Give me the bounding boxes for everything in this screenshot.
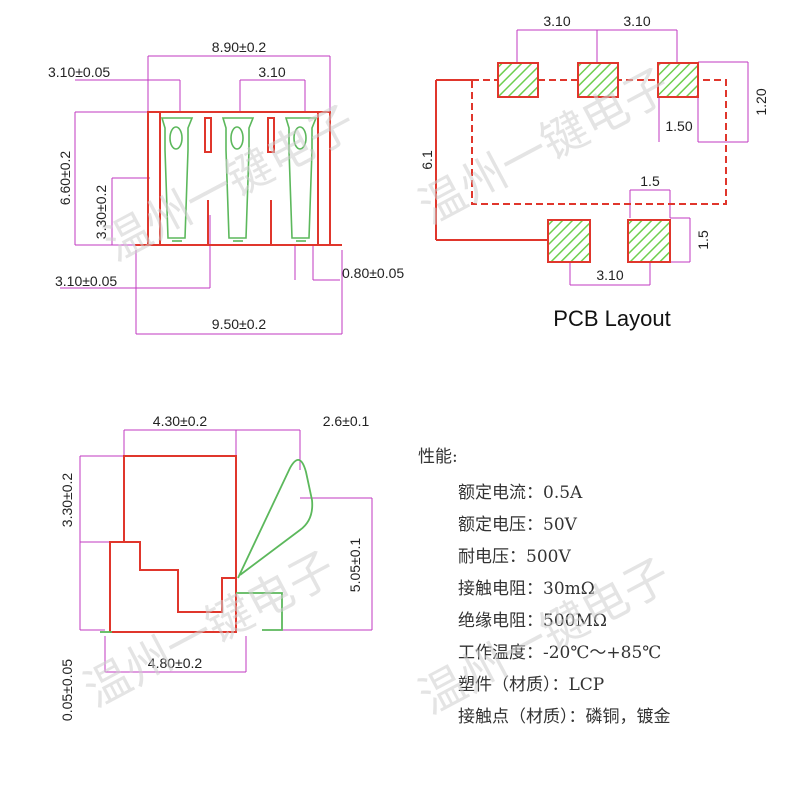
side-dim-spring-offset: 2.6±0.1 — [323, 413, 370, 429]
side-dim-spring-height: 5.05±0.1 — [347, 538, 363, 593]
spec-item: 接触点（材质）：磷铜，镀金 — [458, 707, 671, 727]
spec-item: 接触电阻：30mΩ — [458, 579, 595, 599]
pcb-dim-pad-width-top: 1.50 — [665, 118, 692, 134]
pad-top-2 — [577, 62, 619, 98]
spec-heading: 性能: — [418, 447, 458, 467]
pcb-dim-pad-height-bottom: 1.5 — [695, 230, 711, 250]
spec-item: 塑件（材质）：LCP — [458, 675, 604, 695]
side-dim-bottom-width: 4.80±0.2 — [148, 655, 203, 671]
spec-list: 性能: 额定电流：0.5A 额定电压：50V 耐电压：500V 接触电阻：30m… — [418, 447, 671, 727]
spec-item: 额定电压：50V — [458, 515, 578, 535]
dim-overall-bottom: 9.50±0.2 — [212, 316, 267, 332]
pcb-dim-pad-height-top: 1.20 — [753, 88, 769, 115]
top-view: 8.90±0.2 3.10±0.05 3.10 6.60±0.2 3.30±0.… — [48, 39, 404, 335]
side-dim-height-left: 3.30±0.2 — [59, 473, 75, 528]
dim-left-offset: 3.10±0.05 — [48, 64, 110, 80]
side-view: 4.30±0.2 2.6±0.1 3.30±0.2 5.05±0.1 0.05±… — [59, 413, 373, 721]
top-view-dimension-lines — [60, 55, 343, 335]
side-dim-top-width: 4.30±0.2 — [153, 413, 208, 429]
pin-1 — [160, 117, 194, 242]
pcb-dim-height: 6.1 — [419, 150, 435, 170]
pcb-dimension-lines — [516, 29, 749, 286]
dim-pin-width: 0.80±0.05 — [342, 265, 404, 281]
pcb-dim-pitch-b: 3.10 — [623, 13, 650, 29]
pcb-layout-title: PCB Layout — [553, 306, 670, 331]
pin-3 — [284, 117, 318, 242]
dim-overall-top: 8.90±0.2 — [212, 39, 267, 55]
watermark-4: 温州一键电子 — [410, 547, 679, 724]
side-view-spring — [100, 459, 314, 633]
pad-top-1 — [497, 62, 539, 98]
pcb-pads — [497, 62, 699, 263]
top-view-pins — [160, 117, 318, 242]
pin-2 — [221, 117, 255, 242]
pcb-layout: 3.10 3.10 6.1 1.20 1.50 1.5 1.5 3.10 PCB… — [419, 13, 769, 331]
side-view-dimension-lines — [79, 429, 373, 673]
side-view-housing — [109, 455, 237, 633]
spring-contact — [237, 459, 314, 579]
spec-item: 绝缘电阻：500MΩ — [458, 611, 607, 631]
dim-pitch-top: 3.10 — [258, 64, 285, 80]
dim-height-partial: 3.30±0.2 — [93, 185, 109, 240]
watermark-3: 温州一键电子 — [75, 540, 344, 717]
spec-item: 耐电压：500V — [458, 547, 571, 567]
dim-pitch-bottom: 3.10±0.05 — [55, 273, 117, 289]
pcb-dim-pitch-a: 3.10 — [543, 13, 570, 29]
top-view-housing — [135, 111, 342, 246]
spec-item: 额定电流：0.5A — [458, 483, 583, 503]
pcb-dim-pitch-bottom: 3.10 — [596, 267, 623, 283]
pcb-dim-pad-width-bottom: 1.5 — [640, 173, 660, 189]
spring-foot — [236, 592, 283, 631]
pad-bottom-1 — [547, 219, 591, 263]
pad-bottom-2 — [627, 219, 671, 263]
pad-top-3 — [657, 62, 699, 98]
watermark-2: 温州一键电子 — [410, 57, 679, 234]
dim-height-total: 6.60±0.2 — [57, 151, 73, 206]
spec-item: 工作温度：-20℃～+85℃ — [458, 643, 661, 663]
side-dim-base-offset: 0.05±0.05 — [59, 659, 75, 721]
